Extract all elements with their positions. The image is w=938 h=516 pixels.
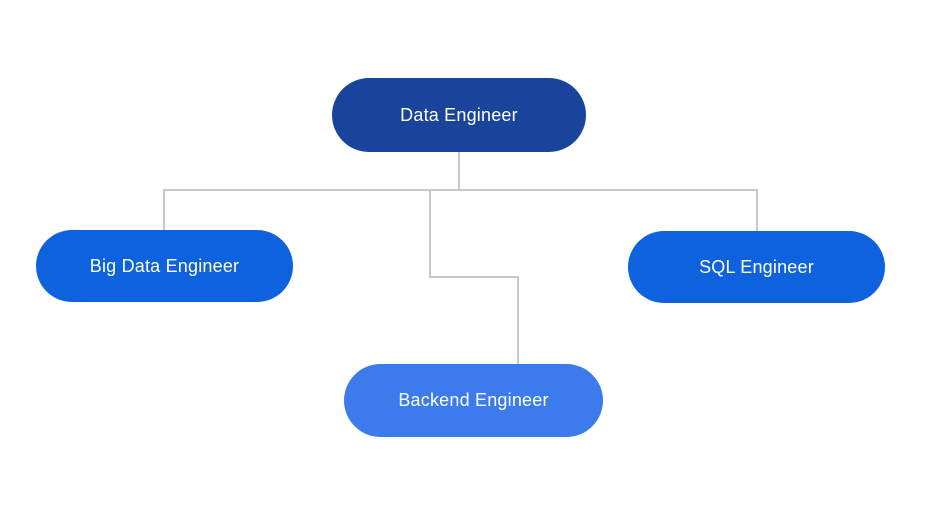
connector-to-backend-engineer-segment-1 bbox=[429, 189, 431, 277]
org-node-label-backend-engineer: Backend Engineer bbox=[398, 390, 549, 410]
connector-to-backend-engineer-segment-2 bbox=[429, 276, 519, 278]
connector-to-big-data-engineer bbox=[163, 189, 165, 230]
org-node-label-data-engineer: Data Engineer bbox=[400, 104, 518, 125]
org-node-label-big-data-engineer: Big Data Engineer bbox=[89, 255, 240, 276]
org-node-big-data-engineer[interactable]: Big Data Engineer bbox=[36, 230, 293, 302]
connector-to-sql-engineer bbox=[756, 189, 758, 231]
connector-horizontal-rail bbox=[163, 189, 758, 191]
org-node-backend-engineer[interactable]: Backend Engineer bbox=[344, 364, 603, 437]
connector-to-backend-engineer-segment-3 bbox=[517, 276, 519, 364]
org-node-label-sql-engineer: SQL Engineer bbox=[699, 256, 814, 277]
connector-root-stem bbox=[458, 152, 460, 189]
org-node-data-engineer[interactable]: Data Engineer bbox=[332, 78, 586, 152]
org-node-sql-engineer[interactable]: SQL Engineer bbox=[628, 231, 885, 303]
